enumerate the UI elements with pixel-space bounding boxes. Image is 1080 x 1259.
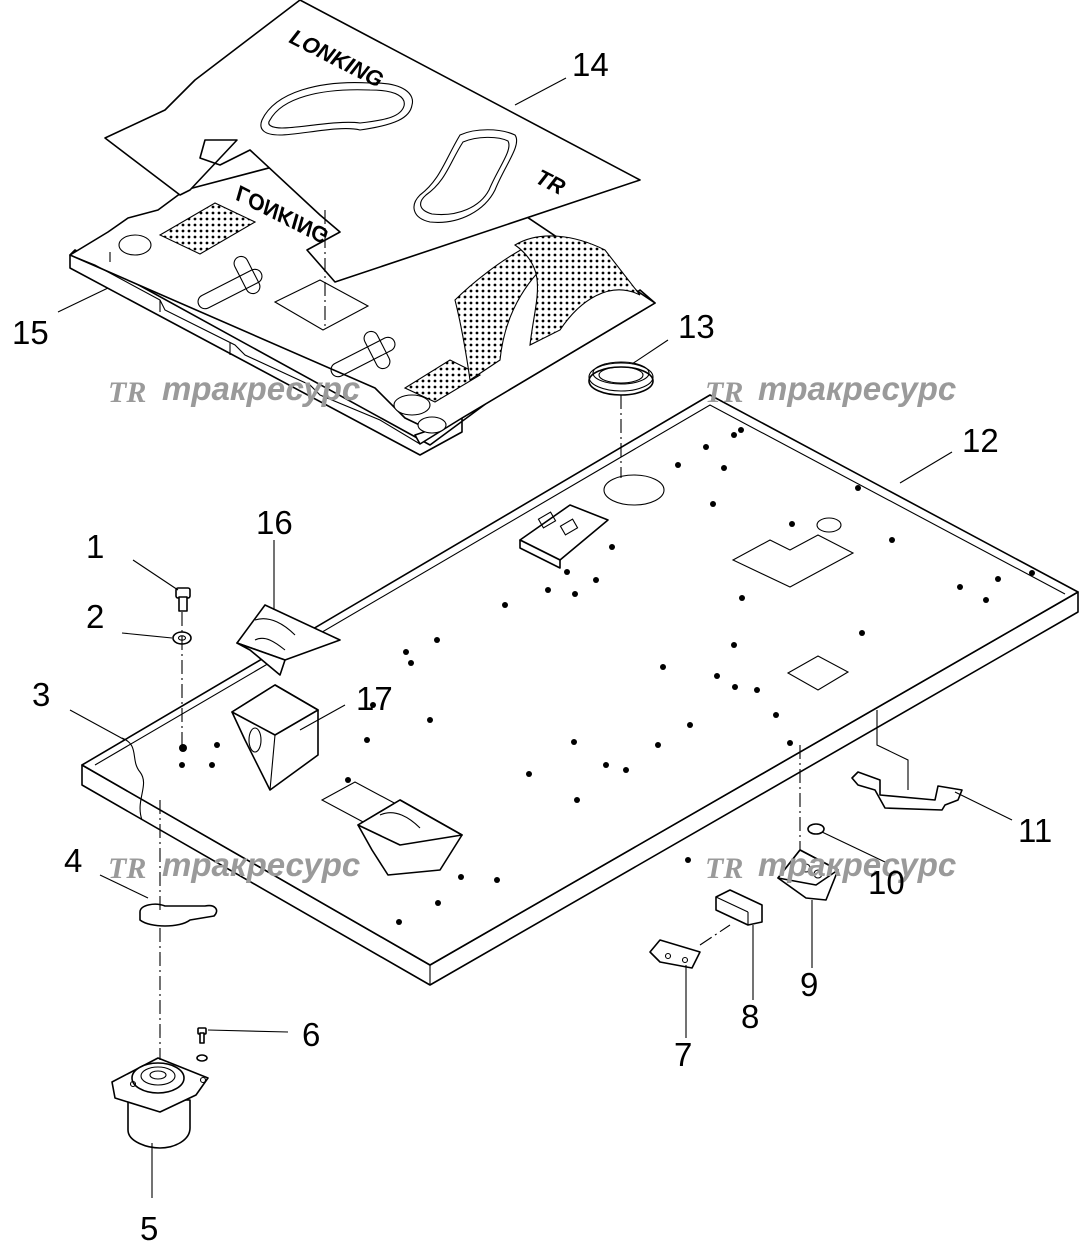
callout-17: 17 xyxy=(356,680,393,717)
callout-4: 4 xyxy=(64,842,82,879)
watermark-logo: TR xyxy=(705,852,743,885)
callout-1: 1 xyxy=(86,528,104,565)
watermark-text: тракресурс xyxy=(162,846,360,883)
bracket-17 xyxy=(231,684,319,791)
callout-12: 12 xyxy=(962,422,999,459)
watermark-1: TR тракресурс xyxy=(108,370,360,409)
callout-11: 11 xyxy=(1018,812,1052,849)
cover-plate-4 xyxy=(139,903,218,927)
floor-plate xyxy=(81,394,1079,986)
ring-seal xyxy=(588,361,654,396)
callout-13: 13 xyxy=(678,308,715,345)
part-9 xyxy=(777,849,839,901)
callout-3: 3 xyxy=(32,676,50,713)
callout-7: 7 xyxy=(674,1036,692,1073)
watermark-text: тракресурс xyxy=(758,846,956,883)
callout-5: 5 xyxy=(140,1210,158,1247)
callout-10: 10 xyxy=(868,864,905,901)
callouts: 1 2 3 4 5 6 7 8 9 10 11 12 13 14 15 16 1… xyxy=(12,46,1052,1247)
callout-14: 14 xyxy=(572,46,609,83)
callout-15: 15 xyxy=(12,314,49,351)
watermark-2: TR тракресурс xyxy=(705,370,956,409)
bolt-1 xyxy=(175,587,191,612)
chain-lines xyxy=(159,210,909,1060)
watermark-logo: TR xyxy=(705,376,743,409)
strap-bracket xyxy=(851,771,963,811)
watermark-4: TR тракресурс xyxy=(705,846,956,885)
watermark-text: тракресурс xyxy=(162,370,360,407)
plate-bracket xyxy=(519,504,609,569)
watermark-text: тракресурс xyxy=(758,370,956,407)
callout-6: 6 xyxy=(302,1016,320,1053)
bracket-16 xyxy=(236,604,341,676)
leader-lines xyxy=(57,77,1013,1198)
callout-16: 16 xyxy=(256,504,293,541)
watermark-3: TR тракресурс xyxy=(108,846,360,885)
damper-mount-5 xyxy=(111,1057,209,1149)
callout-9: 9 xyxy=(800,966,818,1003)
watermark-logo: TR xyxy=(108,376,146,409)
watermark-logo: TR xyxy=(108,852,146,885)
screw-6 xyxy=(196,1027,208,1062)
callout-8: 8 xyxy=(741,998,759,1035)
part-7 xyxy=(649,939,701,969)
callout-2: 2 xyxy=(86,598,104,635)
part-8 xyxy=(715,889,763,926)
bracket-lower xyxy=(357,799,463,876)
washer-10 xyxy=(807,823,825,835)
